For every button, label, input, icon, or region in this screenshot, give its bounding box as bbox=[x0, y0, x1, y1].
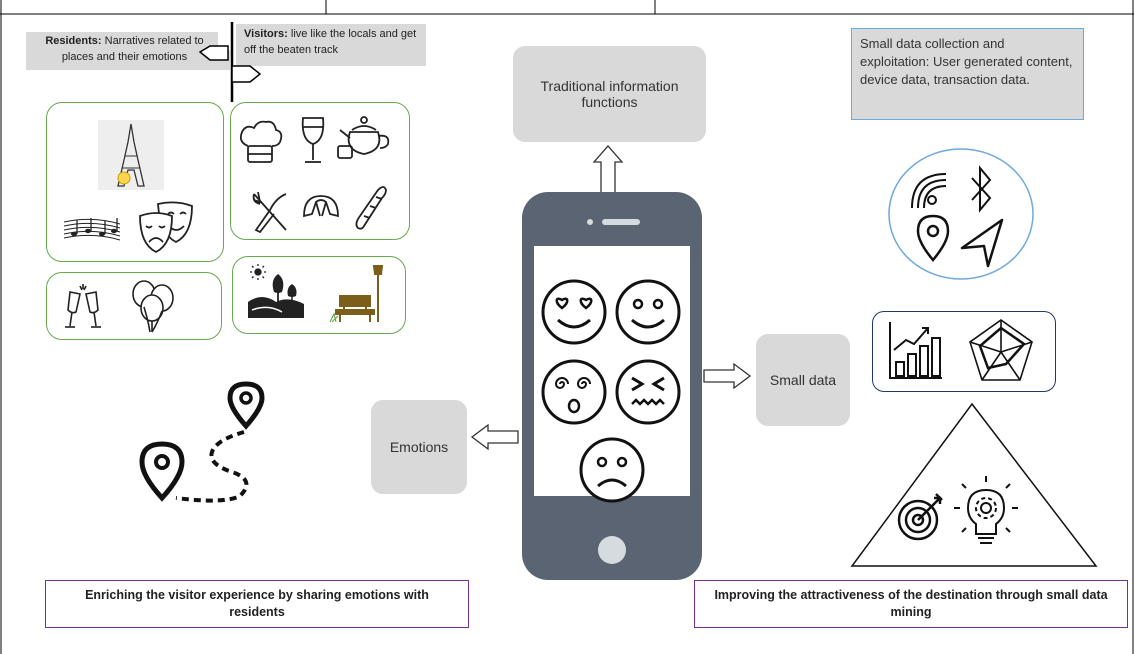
lightbulb-gear-icon bbox=[954, 476, 1018, 544]
wine-glass-icon bbox=[301, 117, 325, 163]
bluetooth-icon bbox=[971, 165, 992, 213]
dizzy-emoji bbox=[541, 359, 607, 425]
signpost-graphic bbox=[26, 22, 426, 102]
theatre-masks-icon bbox=[139, 201, 193, 254]
small-data-collection-box: Small data collection and exploitation: … bbox=[851, 28, 1084, 120]
baguette-icon bbox=[355, 186, 387, 230]
location-pin-icon bbox=[916, 214, 950, 262]
croissant-icon bbox=[303, 195, 339, 218]
chef-hat-icon bbox=[239, 120, 283, 163]
right-caption: Improving the attractiveness of the dest… bbox=[694, 580, 1128, 628]
visitors-sign-text: Visitors: live like the locals and get o… bbox=[244, 28, 417, 56]
sad-emoji bbox=[579, 437, 645, 503]
small-data-box: Small data bbox=[756, 334, 850, 426]
fork-knife-icon bbox=[252, 191, 287, 234]
residents-sign-text: Residents: Narratives related to places … bbox=[45, 35, 204, 63]
arrow-left bbox=[470, 423, 519, 451]
landscape-icon bbox=[248, 264, 304, 318]
champagne-icon bbox=[65, 284, 101, 328]
navigation-icon bbox=[960, 218, 1004, 268]
emotions-label: Emotions bbox=[389, 439, 449, 455]
bar-chart-icon bbox=[889, 322, 942, 379]
small-data-label: Small data bbox=[769, 372, 837, 388]
smile-emoji bbox=[615, 279, 681, 345]
arrow-up bbox=[592, 145, 624, 195]
arrow-right bbox=[703, 362, 752, 390]
route-map-icon bbox=[139, 381, 265, 503]
grimace-emoji bbox=[615, 359, 681, 425]
left-caption: Enriching the visitor experience by shar… bbox=[45, 580, 469, 628]
traditional-info-box: Traditional information functions bbox=[513, 46, 706, 142]
gastronomy-panel bbox=[230, 102, 410, 240]
emotions-box: Emotions bbox=[371, 400, 467, 494]
small-data-collection-text: Small data collection and exploitation: … bbox=[860, 36, 1073, 88]
analytics-panel bbox=[872, 311, 1056, 392]
heart-eyes-emoji bbox=[541, 279, 607, 345]
celebration-panel bbox=[46, 272, 222, 340]
wifi-icon bbox=[911, 173, 947, 209]
insights-triangle bbox=[850, 402, 1098, 567]
eiffel-tower-icon bbox=[98, 120, 164, 190]
balloons-icon bbox=[132, 280, 174, 333]
radar-chart-icon bbox=[969, 319, 1033, 381]
music-notes-icon bbox=[63, 218, 121, 241]
target-icon bbox=[897, 493, 943, 541]
device-sensors-group bbox=[888, 148, 1034, 280]
park-bench-icon bbox=[329, 265, 384, 323]
traditional-info-label: Traditional information functions bbox=[540, 78, 679, 110]
teapot-icon bbox=[337, 116, 390, 159]
